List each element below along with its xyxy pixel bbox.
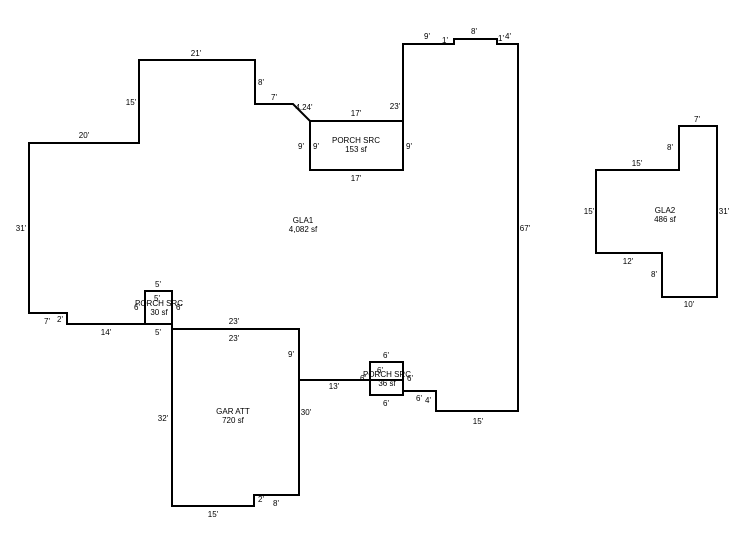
gla1-outline <box>28 38 519 412</box>
dimension-label: 13' <box>329 382 340 391</box>
dimension-label: 9' <box>298 142 304 151</box>
dimension-label: 6' <box>407 374 413 383</box>
dimension-label: 8' <box>258 78 264 87</box>
dimension-label: 17' <box>351 109 362 118</box>
porch-right-size: 36 sf <box>378 379 396 388</box>
gla2-outline <box>595 125 718 298</box>
dimension-label: 6' <box>176 303 182 312</box>
dimension-label: 5' <box>154 294 160 303</box>
dimension-label: 8' <box>471 27 477 36</box>
dimension-label: 67' <box>520 224 531 233</box>
dimension-label: 23' <box>229 317 240 326</box>
dimension-label: 17' <box>351 174 362 183</box>
dimension-label: 8' <box>273 499 279 508</box>
dimension-label: 31' <box>719 207 730 216</box>
dimension-label: 9' <box>313 142 319 151</box>
dimension-label: 15' <box>126 98 137 107</box>
dimension-label: 32' <box>158 414 169 423</box>
dimension-label: 23' <box>390 102 401 111</box>
dimension-label: 15' <box>632 159 643 168</box>
porch-small-right-outline <box>369 361 404 396</box>
dimension-label: 6' <box>377 366 383 375</box>
dimension-label: 10' <box>684 300 695 309</box>
porch-top-name: PORCH SRC <box>332 136 380 145</box>
porch-right-name: PORCH SRC <box>363 370 411 379</box>
dimension-label: 21' <box>191 49 202 58</box>
dimension-label: 6' <box>383 399 389 408</box>
dimension-label: 15' <box>208 510 219 519</box>
garage-name: GAR ATT <box>216 407 250 416</box>
dimension-label: 7' <box>44 317 50 326</box>
gla1-size: 4,082 sf <box>289 225 318 234</box>
dimension-label: 6' <box>383 351 389 360</box>
porch-left-name: PORCH SRC <box>135 299 183 308</box>
dimension-label: 15' <box>584 207 595 216</box>
dimension-label: 15' <box>473 417 484 426</box>
dimension-label: 9' <box>406 142 412 151</box>
garage-size: 720 sf <box>222 416 245 425</box>
porch-small-left-outline <box>144 290 173 325</box>
dimension-label: 20' <box>79 131 90 140</box>
dimension-label: 8' <box>651 270 657 279</box>
porch-top-size: 153 sf <box>345 145 368 154</box>
dimension-label: 9' <box>288 350 294 359</box>
dimension-label: 31' <box>16 224 27 233</box>
porch-top-outline <box>309 120 404 171</box>
dimension-label: 14' <box>101 328 112 337</box>
dimension-label: 4.24' <box>295 103 313 112</box>
dimension-label: 4' <box>505 32 511 41</box>
dimension-label: 6' <box>360 374 366 383</box>
dimension-label: 5' <box>155 280 161 289</box>
dimension-label: 5' <box>155 328 161 337</box>
dimension-label: 8' <box>667 143 673 152</box>
dimension-label: 30' <box>301 408 312 417</box>
dimension-label: 1' <box>442 36 448 45</box>
dimension-label: 7' <box>271 93 277 102</box>
dimension-label: 6' <box>134 303 140 312</box>
gla1-name: GLA1 <box>293 216 314 225</box>
gla2-name: GLA2 <box>655 206 676 215</box>
dimension-label: 23' <box>229 334 240 343</box>
dimension-label: 2' <box>258 495 264 504</box>
porch-left-size: 30 sf <box>150 308 168 317</box>
dimension-label: 9' <box>424 32 430 41</box>
dimension-label: 6' <box>416 394 422 403</box>
dimension-label: 4' <box>425 396 431 405</box>
garage-outline <box>171 328 300 507</box>
gla2-size: 486 sf <box>654 215 677 224</box>
dimension-label: 2' <box>57 315 63 324</box>
dimension-label: 7' <box>694 115 700 124</box>
dimension-label: 12' <box>623 257 634 266</box>
dimension-label: 1' <box>498 34 504 43</box>
